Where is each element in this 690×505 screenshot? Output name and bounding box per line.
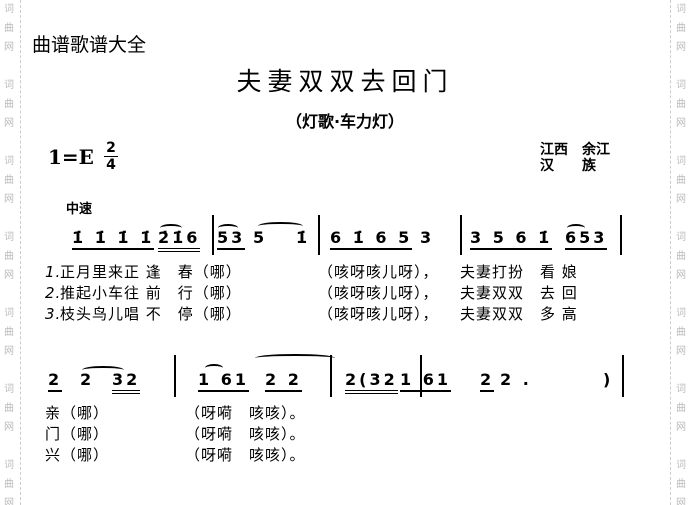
time-signature: 2 4 xyxy=(104,140,118,173)
site-name: 曲谱歌谱大全 xyxy=(32,34,147,56)
note-group: ) xyxy=(603,370,614,389)
barline xyxy=(212,215,214,255)
lyric-verse-2: 门（哪） xyxy=(45,425,110,443)
lyric-verse-2: 夫妻双双 去 回 xyxy=(460,284,578,302)
time-top: 2 xyxy=(104,140,118,157)
note-group: 6 1̇ 6 5 xyxy=(330,228,413,250)
note-group: 2 xyxy=(48,370,63,392)
note-group: 3 5 6 1̇ xyxy=(470,228,553,250)
slur xyxy=(567,224,585,232)
lyric-verse-2: 推起小车往 前 行（哪） xyxy=(60,284,242,302)
barline xyxy=(420,355,422,397)
note-group: 1 61 xyxy=(400,370,451,392)
note-group: 3 xyxy=(420,228,435,247)
lyric-verse-3: 枝头鸟儿唱 不 停（哪） xyxy=(60,305,242,323)
origin-line: 江西 余江 xyxy=(540,142,610,158)
tempo-marking: 中速 xyxy=(66,202,93,217)
note-group: 32 xyxy=(112,370,141,394)
lyric-verse-1: 1. xyxy=(45,263,62,281)
note-group: 653 xyxy=(565,228,608,250)
slur xyxy=(205,364,223,372)
song-title: 夫妻双双去回门 xyxy=(236,67,454,96)
slur xyxy=(218,224,238,232)
lyric-verse-3: （咳呀咳儿呀）， xyxy=(318,305,439,323)
lyric-verse-1: （呀嗬 咳咳）。 xyxy=(185,404,306,422)
note-group: 2 xyxy=(480,370,495,392)
lyric-verse-2: （咳呀咳儿呀）， xyxy=(318,284,439,302)
lyric-verse-3: 3. xyxy=(45,305,62,323)
lyric-verse-1: 正月里来正 逢 春（哪） xyxy=(60,263,242,281)
lyric-verse-3: 兴（哪） xyxy=(45,446,110,464)
margin-line-left xyxy=(20,0,21,505)
margin-line-right xyxy=(670,0,671,505)
note-group: 2 2 xyxy=(265,370,302,392)
note-group: 1̇ xyxy=(296,228,311,247)
barline xyxy=(318,215,320,255)
note-group: 53 xyxy=(217,228,246,250)
note-group: 1̇ 1̇ 1̇ 1̇ xyxy=(72,228,155,250)
origin-line: 汉 族 xyxy=(540,158,596,174)
note-group: 2 . xyxy=(500,370,532,389)
lyric-verse-1: 夫妻打扮 看 娘 xyxy=(460,263,578,281)
origin: 江西 余江汉 族 xyxy=(540,142,610,174)
key-signature: 1=E xyxy=(48,145,94,169)
note-group: 1 61 xyxy=(198,370,249,392)
slur xyxy=(160,224,182,232)
note-group: 2(32 xyxy=(345,370,398,394)
note-group: 2̇1̇6 xyxy=(158,228,201,252)
song-subtitle: （灯歌·车力灯） xyxy=(285,112,405,131)
lyric-verse-1: （咳呀咳儿呀）， xyxy=(318,263,439,281)
time-bottom: 4 xyxy=(106,157,116,173)
lyric-verse-3: （呀嗬 咳咳）。 xyxy=(185,446,306,464)
slur xyxy=(258,222,303,230)
lyric-verse-3: 夫妻双双 多 高 xyxy=(460,305,578,323)
barline xyxy=(460,215,462,255)
note-group: 5 xyxy=(253,228,268,247)
lyric-verse-2: （呀嗬 咳咳）。 xyxy=(185,425,306,443)
barline xyxy=(622,355,624,397)
barline xyxy=(174,355,176,397)
lyric-verse-2: 2. xyxy=(45,284,62,302)
barline xyxy=(330,355,332,397)
slur xyxy=(82,366,124,374)
note-group: 2 xyxy=(80,370,95,389)
barline xyxy=(620,215,622,255)
lyric-verse-1: 亲（哪） xyxy=(45,404,110,422)
slur xyxy=(255,354,335,362)
